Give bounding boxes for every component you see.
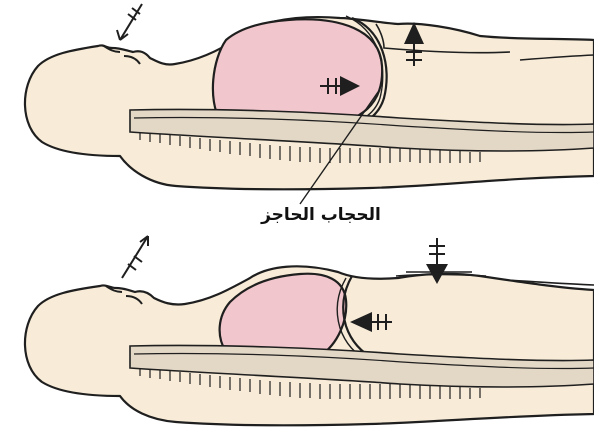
- airflow-in-arrow: [117, 4, 142, 40]
- airflow-out-arrow: [122, 236, 148, 278]
- panel-exhale: [25, 236, 594, 425]
- diaphragm-label: الحجاب الحاجز: [236, 205, 406, 225]
- panel-inhale: [25, 4, 594, 204]
